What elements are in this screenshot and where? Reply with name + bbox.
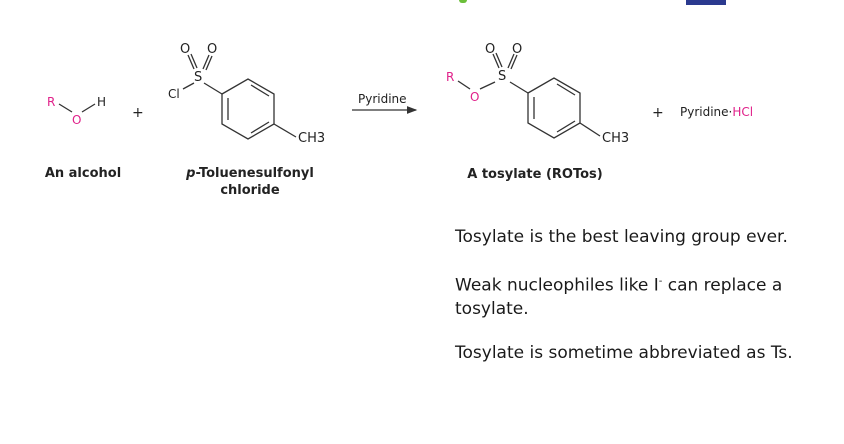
top-edge-green-mark <box>459 0 467 3</box>
tscl-caption: p-Toluenesulfonyl chloride <box>170 165 330 199</box>
tscl-ring-double-3 <box>250 121 270 134</box>
product-bond-s-o1b <box>495 52 503 68</box>
byproduct-text: Pyridine·HCl <box>680 105 753 119</box>
product-ch3-group: CH3 <box>602 131 629 146</box>
tscl-bond-s-o2a <box>202 54 210 70</box>
product-r-atom: R <box>446 70 454 84</box>
tscl-caption-rest: -Toluenesulfonyl <box>195 166 314 181</box>
tscl-bond-cl-s <box>182 82 195 90</box>
tscl-bond-s-o2b <box>205 55 213 71</box>
product-caption: A tosylate (ROTos) <box>467 167 603 182</box>
tscl-cl-atom: Cl <box>168 87 180 101</box>
product-s-atom: S <box>498 69 506 84</box>
tscl-bond-s-ring <box>203 82 223 95</box>
tscl-o2-atom: O <box>207 42 217 57</box>
product-benzene-ring <box>527 77 581 139</box>
alcohol-r-atom: R <box>47 95 55 109</box>
reaction-scheme: R O H + Cl S O O CH3 Pyridine R O S O O … <box>47 42 753 146</box>
product-bond-r-o <box>457 80 471 90</box>
alcohol-bond-r-o <box>58 103 73 113</box>
notes-block: Tosylate is the best leaving group ever.… <box>455 226 835 386</box>
alcohol-h-atom: H <box>97 95 106 109</box>
product-o2-atom: O <box>512 42 522 57</box>
product-bond-s-o2a <box>507 53 515 69</box>
product-bond-s-o2b <box>510 54 518 70</box>
tscl-s-atom: S <box>194 70 202 85</box>
top-edge-blue-bar <box>686 0 726 5</box>
tscl-ch3-group: CH3 <box>298 131 325 146</box>
alcohol-bond-o-h <box>81 103 96 113</box>
product-bond-s-o1a <box>492 53 500 69</box>
tscl-bond-ring-ch3 <box>273 123 297 138</box>
alcohol-o-atom: O <box>72 113 81 127</box>
plus-sign-1: + <box>132 105 144 121</box>
note-abbreviation: Tosylate is sometime abbreviated as Ts. <box>455 342 793 363</box>
product-bond-o-s <box>479 81 496 90</box>
product-ring-double-3 <box>556 120 576 133</box>
tscl-caption-italic: p <box>186 166 196 181</box>
product-o-atom: O <box>470 90 479 104</box>
tscl-o1-atom: O <box>180 42 190 57</box>
tscl-benzene-ring <box>221 78 275 140</box>
note-weak-nucleophiles: Weak nucleophiles like I- can replace a … <box>455 275 783 319</box>
alcohol-caption: An alcohol <box>44 166 122 181</box>
tscl-bond-s-o1b <box>190 53 198 69</box>
arrow-label-pyridine: Pyridine <box>358 92 407 106</box>
tscl-bond-s-o1a <box>187 54 195 70</box>
tscl-ring-double-2 <box>250 84 270 97</box>
product-bond-s-ring <box>509 81 529 94</box>
note-best-leaving-group: Tosylate is the best leaving group ever. <box>455 227 788 247</box>
product-ring-double-2 <box>556 83 576 96</box>
product-o1-atom: O <box>485 42 495 57</box>
tscl-caption-line2: chloride <box>220 183 280 198</box>
plus-sign-2: + <box>652 105 664 121</box>
product-bond-ring-ch3 <box>579 122 601 137</box>
